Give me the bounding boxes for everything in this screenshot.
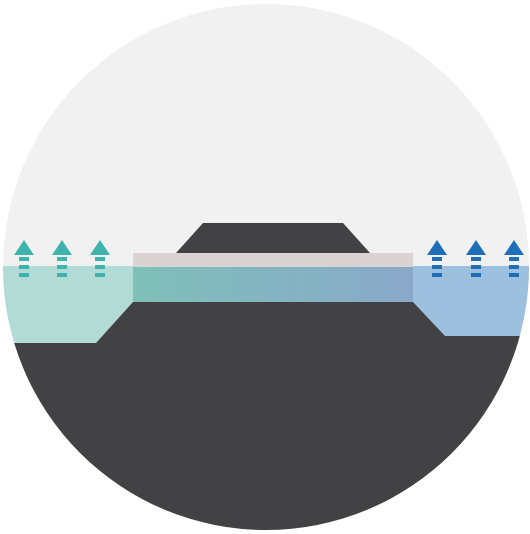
arrow-stem-segment	[95, 273, 105, 277]
arrow-stem-segment	[95, 257, 105, 261]
arrow-stem-segment	[509, 265, 519, 269]
arrow-stem-segment	[509, 257, 519, 261]
road-embankment	[176, 223, 370, 253]
arrow-stem-segment	[432, 273, 442, 277]
arrow-stem-segment	[19, 265, 29, 269]
arrow-stem-segment	[57, 273, 67, 277]
arrow-stem-segment	[471, 273, 481, 277]
arrow-stem-segment	[95, 265, 105, 269]
arrow-stem-segment	[19, 273, 29, 277]
arrow-stem-segment	[432, 257, 442, 261]
culvert-channel	[133, 266, 413, 302]
arrow-stem-segment	[57, 265, 67, 269]
arrow-stem-segment	[432, 265, 442, 269]
arrow-stem-segment	[509, 273, 519, 277]
arrow-stem-segment	[57, 257, 67, 261]
arrow-stem-segment	[471, 265, 481, 269]
arrow-stem-segment	[19, 257, 29, 261]
arrow-stem-segment	[471, 257, 481, 261]
bridge-deck	[133, 253, 413, 267]
